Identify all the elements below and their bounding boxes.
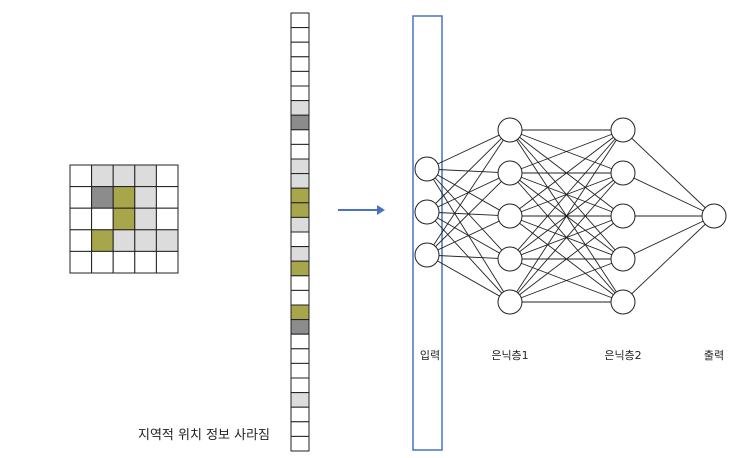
pixel-cell [134, 250, 157, 274]
flatten-arrow [338, 205, 385, 215]
pixel-cell [69, 250, 93, 274]
output-layer-label: 출력 [703, 349, 725, 362]
neuron-node [497, 203, 523, 229]
pixel-cell [155, 229, 179, 252]
vector-cell [290, 100, 310, 116]
vector-cell [290, 85, 310, 102]
vector-cell [290, 348, 310, 364]
connection-line [509, 258, 624, 303]
digit-pixel-grid [69, 164, 179, 274]
connection-line [426, 254, 511, 303]
vector-cell [290, 246, 310, 262]
pixel-cell [91, 250, 114, 274]
flattened-pixel-vector [290, 12, 310, 452]
connection-line [622, 172, 715, 217]
neuron-node [610, 203, 636, 229]
pixel-cell [155, 207, 179, 231]
pixel-cell [134, 164, 157, 188]
vector-cell [290, 143, 310, 160]
vector-cell [290, 304, 310, 321]
connection-line [426, 254, 511, 260]
pixel-cell [155, 164, 179, 188]
connection-line [426, 172, 511, 256]
vector-cell [290, 275, 310, 291]
connection-line [509, 129, 624, 303]
neuron-node [414, 199, 440, 225]
connection-line [426, 129, 511, 213]
connection-line [509, 215, 624, 303]
vector-cell [290, 27, 310, 43]
neuron-node [414, 156, 440, 182]
pixel-cell [112, 250, 136, 274]
connection-line [509, 129, 624, 260]
hidden-layer-1-label: 은닉층1 [491, 349, 529, 362]
pixel-cell [134, 186, 157, 209]
vector-cell [290, 41, 310, 58]
connection-line [426, 129, 511, 256]
connection-line [426, 129, 511, 170]
input-layer-label: 입력 [419, 349, 441, 362]
pixel-cell [112, 164, 136, 188]
vector-cell [290, 333, 310, 350]
pixel-cell [91, 229, 114, 252]
pixel-cell [69, 186, 93, 209]
network-nodes [414, 117, 727, 315]
pixel-cell [112, 207, 136, 231]
vector-cell [290, 289, 310, 306]
neuron-node [497, 289, 523, 315]
vector-cell [290, 319, 310, 335]
neuron-node [414, 242, 440, 268]
vector-cell [290, 70, 310, 87]
vector-cell [290, 187, 310, 204]
neuron-node [610, 246, 636, 272]
input-layer-box [412, 15, 443, 451]
vector-cell [290, 231, 310, 248]
neuron-node [610, 289, 636, 315]
vector-cell [290, 173, 310, 189]
connection-line [622, 215, 715, 303]
vector-cell [290, 202, 310, 218]
vector-cell [290, 421, 310, 437]
connection-line [509, 172, 624, 303]
neuron-node [497, 246, 523, 272]
vector-cell [290, 114, 310, 131]
vector-cell [290, 12, 310, 29]
pixel-cell [134, 229, 157, 252]
pixel-cell [134, 207, 157, 231]
vector-cell [290, 56, 310, 72]
lost-spatial-info-caption: 지역적 위치 정보 사라짐 [138, 428, 270, 443]
connection-line [509, 129, 624, 217]
vector-cell [290, 435, 310, 452]
vector-cell [290, 377, 310, 394]
neuron-node [497, 117, 523, 143]
pixel-cell [91, 186, 114, 209]
connection-line [622, 129, 715, 217]
pixel-cell [69, 229, 93, 252]
connection-line [426, 215, 511, 256]
vector-cell [290, 216, 310, 233]
pixel-cell [69, 164, 93, 188]
neuron-node [701, 203, 727, 229]
pixel-cell [91, 164, 114, 188]
vector-cell [290, 362, 310, 379]
vector-cell [290, 392, 310, 408]
neuron-node [610, 160, 636, 186]
vector-cell [290, 129, 310, 145]
hidden-layer-2-label: 은닉층2 [604, 349, 642, 362]
neuron-node [497, 160, 523, 186]
connection-line [509, 129, 624, 174]
vector-cell [290, 406, 310, 423]
pixel-cell [155, 186, 179, 209]
vector-cell [290, 158, 310, 175]
neuron-node [610, 117, 636, 143]
network-connections [426, 129, 715, 303]
pixel-cell [112, 229, 136, 252]
vector-cell [290, 260, 310, 277]
pixel-cell [69, 207, 93, 231]
pixel-cell [112, 186, 136, 209]
pixel-cell [91, 207, 114, 231]
connection-line [622, 215, 715, 260]
pixel-cell [155, 250, 179, 274]
